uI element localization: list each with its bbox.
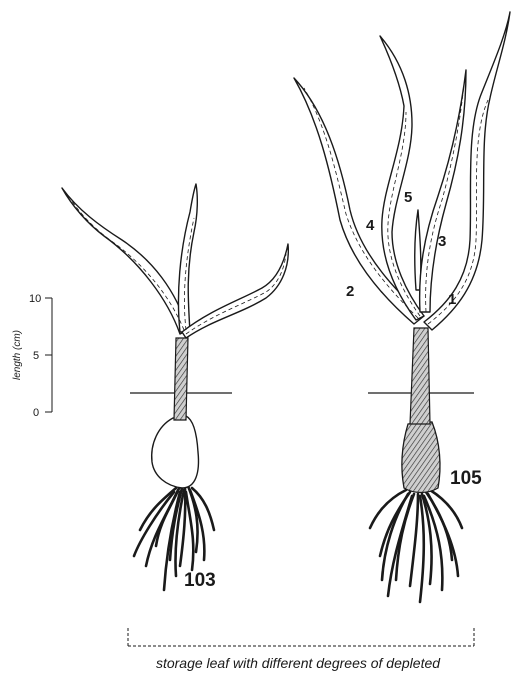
scale-label-0: 0 — [33, 407, 39, 419]
leaf-103-a — [62, 188, 188, 334]
length-scale: 10 5 0 length (cm) — [12, 293, 52, 419]
leaves-103 — [62, 184, 288, 338]
storage-leaf-105 — [402, 422, 440, 493]
leaf-number-1: 1 — [448, 291, 456, 308]
leaf-number-3: 3 — [438, 233, 446, 250]
caption-bracket — [128, 628, 474, 646]
plant-103: 103 — [62, 184, 288, 591]
scale-label-5: 5 — [33, 350, 39, 362]
stem-103 — [174, 338, 188, 420]
plant-105: 1 2 3 4 5 105 — [70, 12, 510, 602]
leaf-105-1 — [424, 12, 510, 330]
plant-id-105: 105 — [450, 468, 482, 489]
scale-label-10: 10 — [29, 293, 41, 305]
roots-105 — [370, 490, 462, 602]
figure-caption: storage leaf with different degrees of d… — [156, 655, 441, 671]
leaves-105 — [294, 12, 510, 330]
leaf-number-5: 5 — [404, 189, 412, 206]
leaf-103-c — [182, 244, 288, 338]
leaf-number-2: 2 — [346, 283, 354, 300]
scale-title: length (cm) — [12, 330, 23, 380]
leaf-number-4: 4 — [366, 217, 375, 234]
storage-bulb-103 — [152, 416, 199, 488]
leaf-103-b — [178, 184, 197, 332]
stem-105 — [410, 328, 430, 424]
plant-id-103: 103 — [184, 570, 216, 591]
